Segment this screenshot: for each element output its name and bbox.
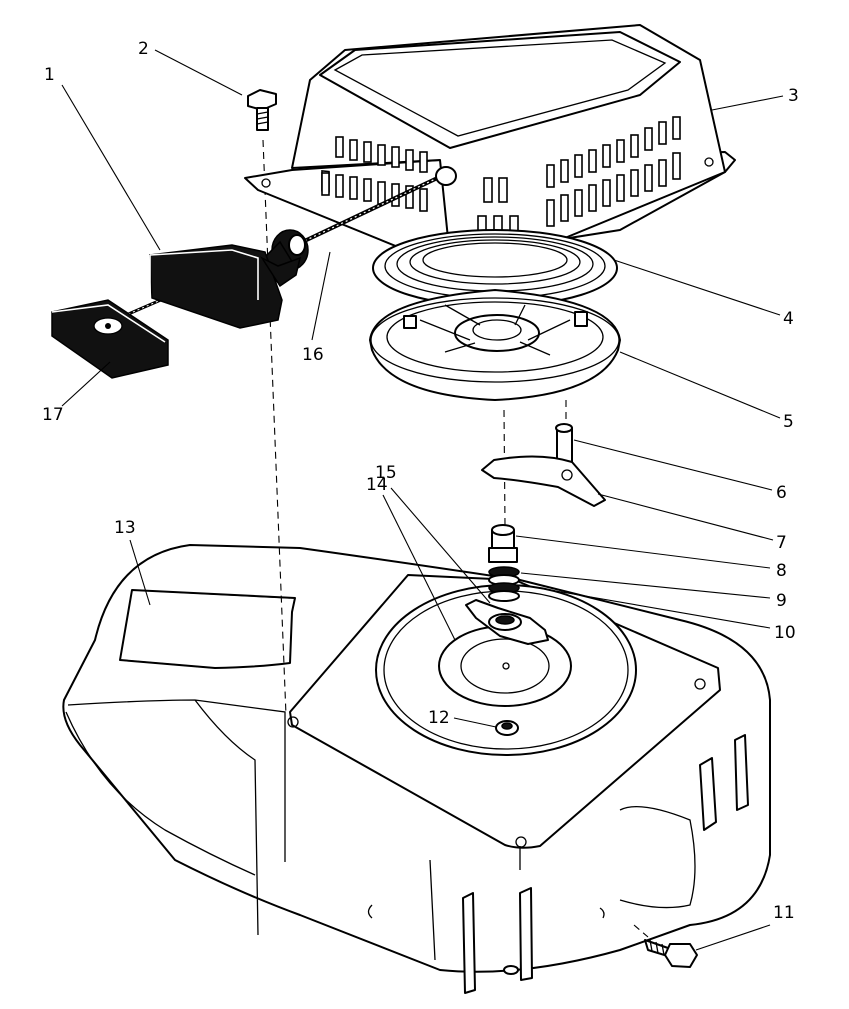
pawl — [481, 455, 606, 507]
callout-15: 15 — [375, 463, 397, 483]
callout-8: 8 — [776, 561, 787, 581]
brake-spring — [488, 566, 520, 602]
callout-2: 2 — [138, 39, 149, 59]
callout-17: 17 — [42, 405, 64, 425]
center-screw — [495, 720, 519, 736]
callout-labels: 1 2 3 4 5 6 7 8 9 10 11 12 13 14 15 16 1… — [42, 39, 799, 923]
callout-9: 9 — [776, 591, 787, 611]
mounting-bolt — [644, 939, 698, 968]
callout-16: 16 — [302, 345, 324, 365]
spacer — [488, 524, 518, 563]
starter-pulley — [369, 289, 621, 401]
rope-handle — [149, 244, 302, 329]
callout-3: 3 — [788, 86, 799, 106]
callout-12: 12 — [428, 708, 450, 728]
callout-6: 6 — [776, 483, 787, 503]
leader-lines — [61, 49, 784, 951]
pawl-pin — [555, 423, 573, 463]
vent-slots-right — [546, 116, 681, 227]
callout-5: 5 — [783, 412, 794, 432]
callout-11: 11 — [773, 903, 795, 923]
callout-7: 7 — [776, 533, 787, 553]
callout-10: 10 — [774, 623, 796, 643]
callout-14: 14 — [366, 475, 388, 495]
housing-screw — [247, 89, 277, 131]
callout-4: 4 — [783, 309, 794, 329]
retainer — [465, 599, 549, 645]
alignment-lines — [262, 139, 649, 938]
callout-13: 13 — [114, 518, 136, 538]
handle-grip — [51, 299, 169, 379]
vent-slots-left — [321, 136, 428, 212]
engine-shroud — [62, 544, 771, 994]
callout-1: 1 — [44, 65, 55, 85]
